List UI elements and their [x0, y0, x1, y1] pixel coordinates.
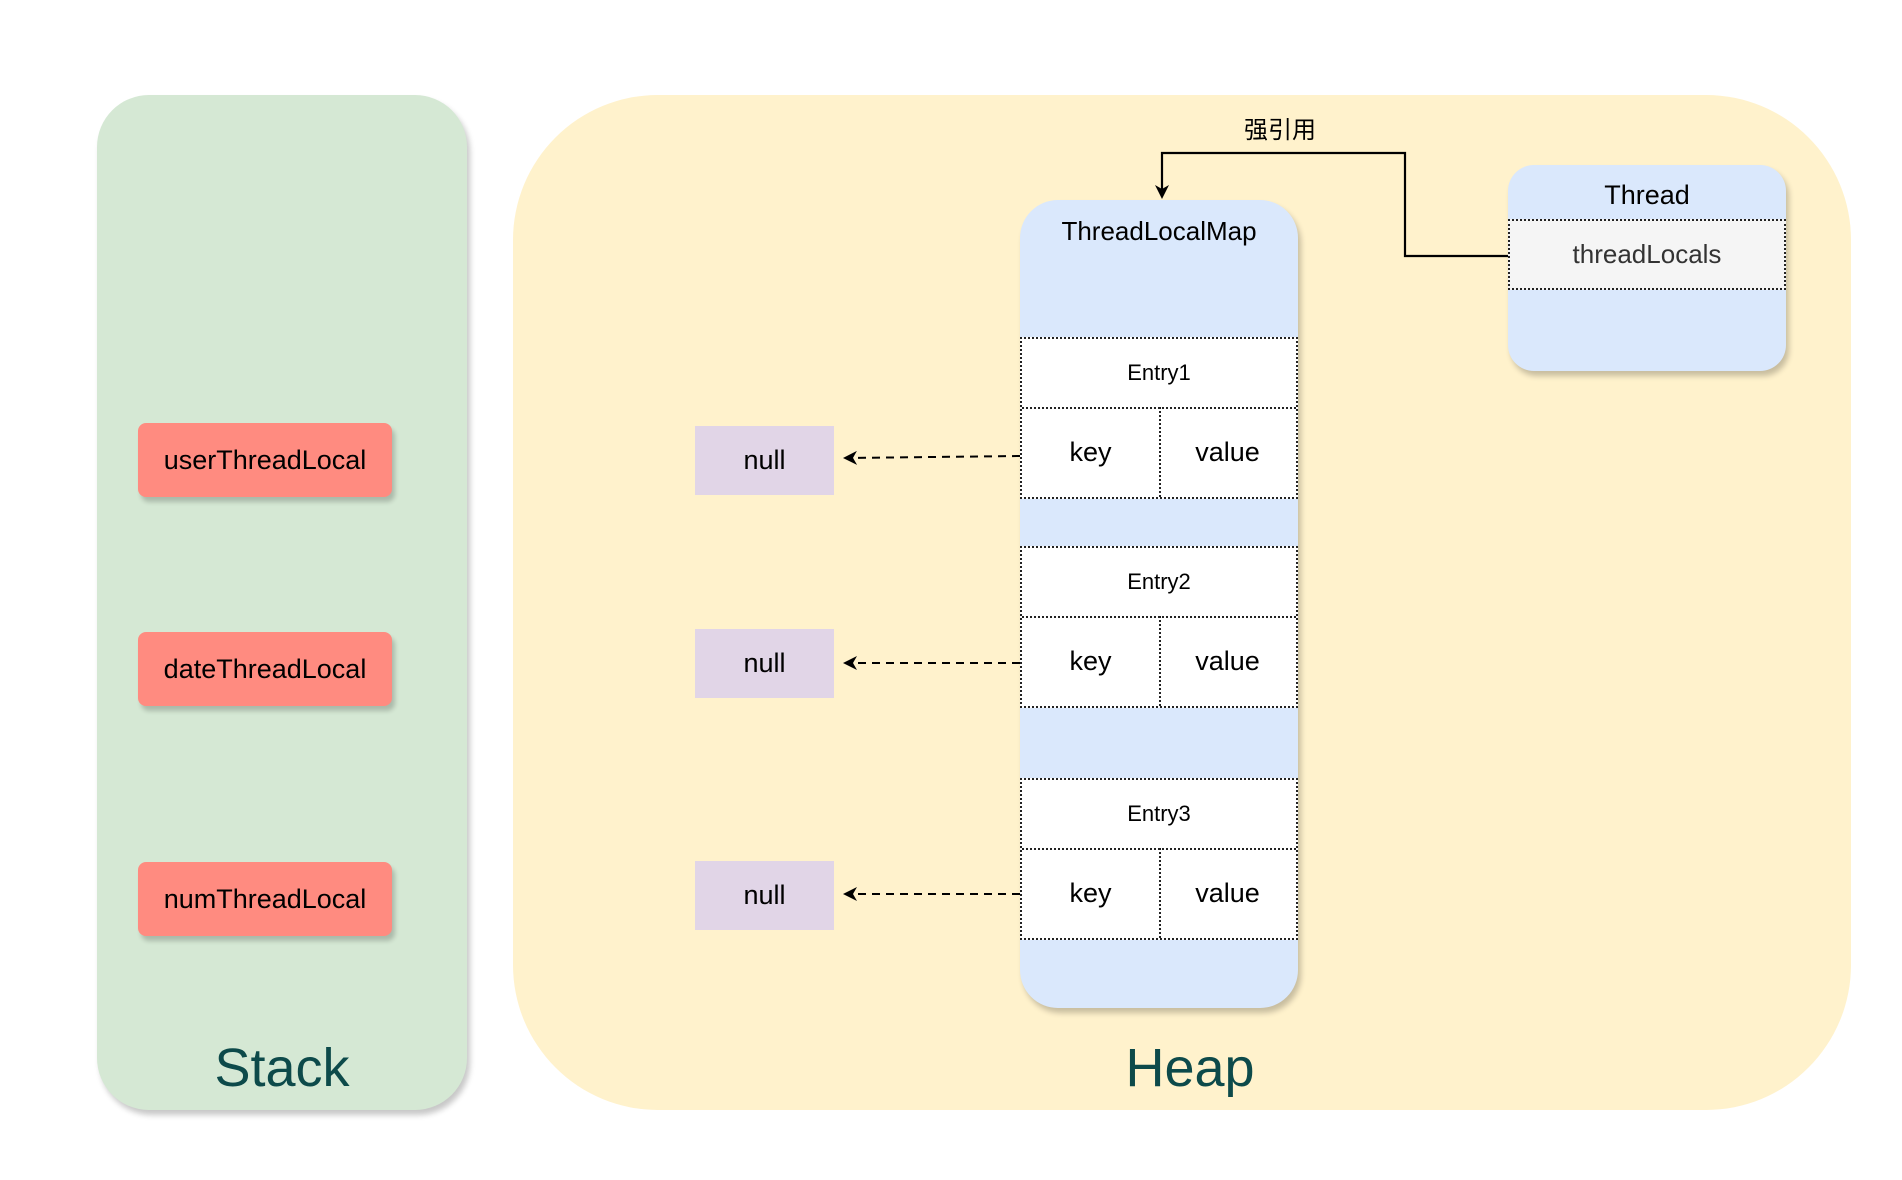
threadlocalmap-title: ThreadLocalMap — [1061, 216, 1257, 246]
weak-reference-edge-1 — [843, 450, 1021, 465]
stack-region — [97, 95, 467, 1110]
entry-key-cell[interactable]: key — [1022, 407, 1161, 497]
entry-key-cell[interactable]: key — [1022, 616, 1161, 706]
thread-title: Thread — [1604, 180, 1690, 210]
entry-3[interactable]: Entry3 key value — [1020, 778, 1298, 940]
entry-2[interactable]: Entry2 key value — [1020, 546, 1298, 708]
strong-reference-label: 强引用 — [1244, 116, 1316, 144]
null-box-3[interactable]: null — [695, 861, 834, 930]
entry-value-cell[interactable]: value — [1195, 877, 1260, 908]
user-threadlocal-box[interactable]: userThreadLocal — [138, 423, 392, 497]
null-box-2[interactable]: null — [695, 629, 834, 698]
null-box-1[interactable]: null — [695, 426, 834, 495]
entry-key-cell[interactable]: key — [1022, 848, 1161, 938]
entry-1[interactable]: Entry1 key value — [1020, 337, 1298, 499]
date-threadlocal-box[interactable]: dateThreadLocal — [138, 632, 392, 706]
num-threadlocal-box[interactable]: numThreadLocal — [138, 862, 392, 936]
heap-label: Heap — [1125, 1038, 1255, 1098]
entry-value-cell[interactable]: value — [1195, 436, 1260, 467]
stack-label: Stack — [214, 1038, 350, 1098]
threadlocals-field[interactable]: threadLocals — [1508, 219, 1786, 290]
entry-value-cell[interactable]: value — [1195, 645, 1260, 676]
strong-reference-edge — [1155, 151, 1508, 258]
